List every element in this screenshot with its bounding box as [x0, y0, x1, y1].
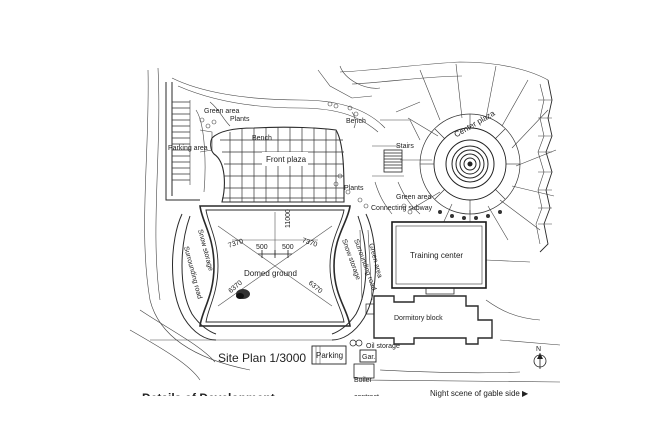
front-plaza: [210, 126, 345, 203]
label-training-center: Training center: [410, 251, 463, 260]
label-domed-ground: Domed ground: [244, 269, 297, 278]
north-arrow-icon: [533, 353, 547, 369]
terrain-lines: [129, 65, 561, 383]
plant-marks: [199, 101, 413, 215]
label-dim-500-left: 500: [256, 244, 268, 251]
label-bench-top: Bench: [346, 118, 366, 125]
label-dim-6370-right: 6370: [307, 280, 324, 295]
label-dim-11000: 11000: [285, 209, 292, 228]
label-front-plaza: Front plaza: [266, 155, 307, 164]
domed-ground: [172, 205, 376, 341]
right-edge-structure: [535, 79, 553, 253]
label-green-area-right: Green area: [396, 194, 432, 201]
label-site-plan: Site Plan 1/3000: [218, 351, 306, 365]
label-stairs: Stairs: [396, 143, 414, 150]
label-boiler: Boiler: [354, 377, 373, 384]
label-dim-500-right: 500: [282, 244, 294, 251]
label-connecting-subway: Connecting subway: [371, 205, 433, 212]
label-dormitory-block: Dormitory block: [394, 315, 443, 322]
label-parking: Parking: [316, 351, 343, 360]
label-plants-top: Plants: [230, 116, 250, 123]
label-north: N: [536, 346, 541, 353]
label-dim-7370-right: 7370: [301, 237, 318, 249]
caption-night-scene: Night scene of gable side ▶: [430, 389, 529, 398]
label-snow-storage-left: Snow storage: [196, 229, 214, 272]
label-dim-7370-left: 7370: [227, 238, 244, 250]
lower-facilities: [311, 339, 377, 379]
label-surrounding-road-left: Surrounding road: [182, 246, 203, 300]
caption-cutoff-mask: [130, 396, 410, 406]
parking-area: [165, 82, 213, 201]
stairs: [383, 149, 403, 173]
dormitory-block: [365, 295, 493, 345]
center-plaza: [419, 113, 521, 220]
label-gar: Gar.: [362, 354, 375, 361]
label-oil-storage: Oil storage: [366, 343, 400, 350]
training-center: [391, 221, 487, 295]
label-plants-mid: Plants: [344, 185, 364, 192]
label-bench-plaza: Bench: [252, 135, 272, 142]
label-green-area-top: Green area: [204, 108, 240, 115]
center-plaza-surroundings: [339, 61, 557, 241]
label-parking-area: Parking area: [168, 145, 208, 152]
